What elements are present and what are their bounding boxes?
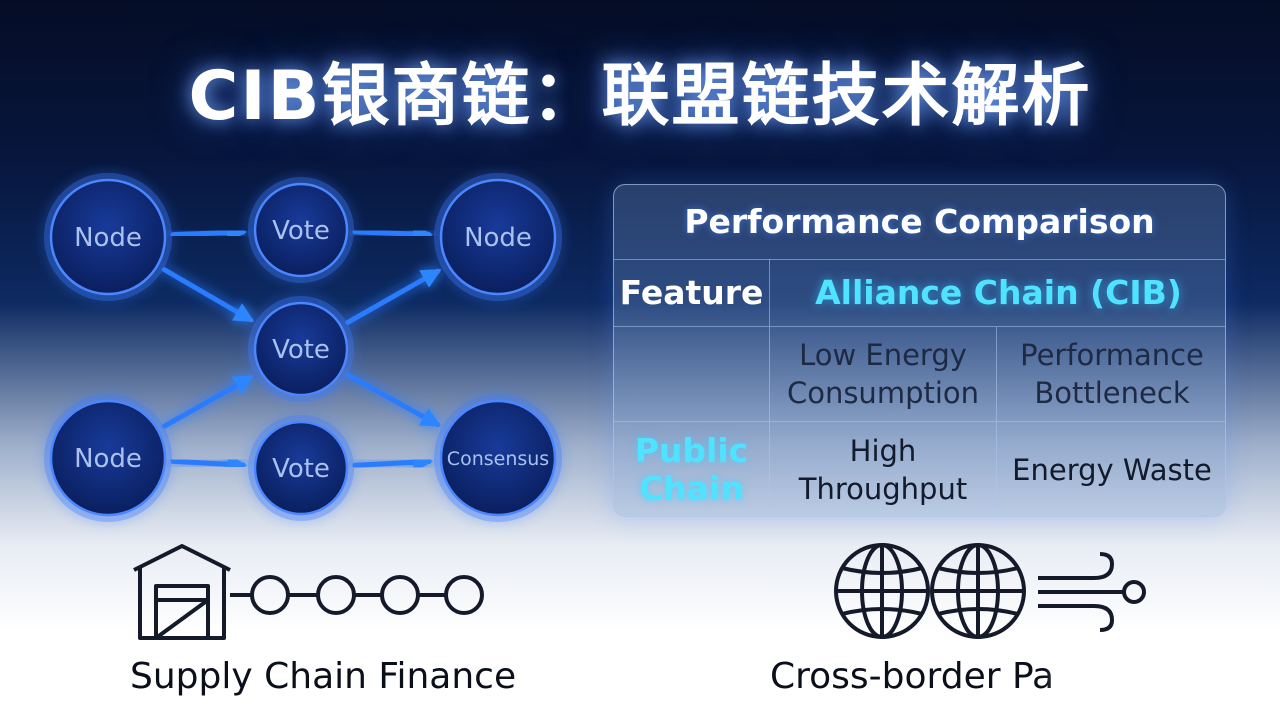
row2-col2: Energy Waste (1012, 453, 1212, 487)
edge-n1-v2 (161, 267, 255, 323)
edge-n3-v3 (170, 454, 248, 475)
row1-label (614, 327, 770, 422)
node-label: Node (74, 444, 142, 474)
caption-cross-border-payment: Cross-border Pa (770, 656, 1055, 697)
row2-label: Public Chain (614, 422, 770, 516)
diagram-node-v1: Vote (248, 177, 354, 283)
edge-v3-c1 (352, 452, 434, 473)
diagram-node-n1: Node (44, 173, 172, 301)
node-label: Vote (272, 454, 330, 484)
warehouse-chain-icon (133, 544, 484, 640)
node-label: Consensus (447, 448, 549, 470)
node-label: Vote (272, 335, 330, 365)
blurred-overlay (1045, 648, 1215, 708)
node-circle (253, 420, 349, 516)
node-circle (439, 178, 557, 296)
node-label: Node (464, 223, 532, 253)
edge-v1-n2 (352, 223, 434, 244)
row2-col1: High Throughput (770, 422, 997, 516)
row1-col1: Low Energy Consumption (770, 327, 997, 422)
node-label: Node (74, 223, 142, 253)
page-title: CIB银商链：联盟链技术解析 (188, 57, 1092, 136)
performance-comparison-table: Performance Comparison Feature Alliance … (613, 184, 1226, 517)
caption-supply-chain-finance: Supply Chain Finance (130, 656, 517, 697)
node-label: Vote (272, 216, 330, 246)
diagram-node-c1: Consensus (434, 394, 562, 522)
diagram-node-v2: Vote (248, 296, 354, 402)
globe-transfer-icon (834, 543, 1146, 639)
edge-v2-c1 (345, 372, 442, 428)
row1-col2: Performance Bottleneck (997, 327, 1225, 422)
edge-v2-n2 (345, 268, 442, 325)
node-circle (253, 301, 349, 397)
edge-n1-v1 (170, 222, 248, 243)
diagram-node-v3: Vote (248, 415, 354, 521)
header-alliance-chain: Alliance Chain (CIB) (770, 259, 1225, 327)
node-circle (253, 182, 349, 278)
node-circle (49, 399, 167, 517)
diagram-node-n3: Node (44, 394, 172, 522)
edge-n3-v2 (162, 375, 254, 429)
node-circle (49, 178, 167, 296)
diagram-node-n2: Node (434, 173, 562, 301)
table-title: Performance Comparison (614, 185, 1225, 260)
node-circle (439, 399, 557, 517)
header-feature: Feature (614, 259, 770, 327)
